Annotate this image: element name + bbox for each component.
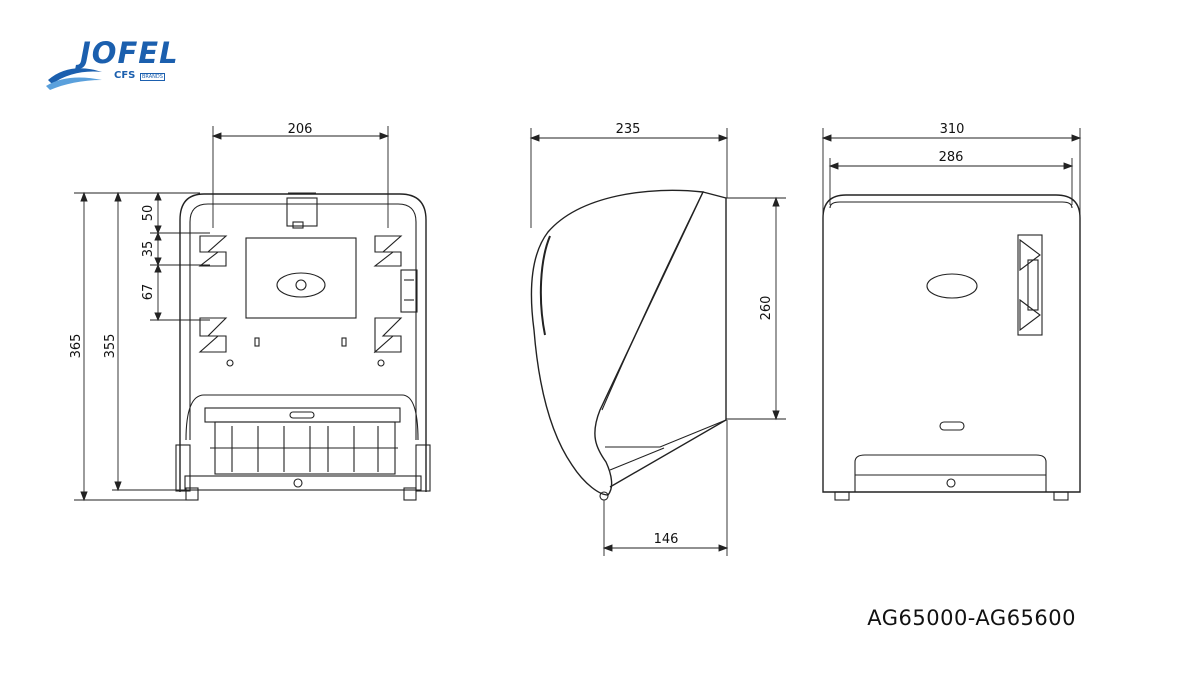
dim-side-depth: 235 — [616, 122, 641, 137]
back-view — [175, 192, 431, 501]
brand-sub-small: BRANDS — [140, 73, 165, 81]
brand-sub: CFS — [114, 70, 136, 81]
front-view — [822, 194, 1081, 501]
dim-front-outer-width: 310 — [940, 122, 965, 137]
brand-name: JOFEL — [80, 36, 179, 70]
front-view-dimensions — [821, 128, 1082, 222]
dim-slot-gap-2: 35 — [141, 241, 156, 258]
dim-slot-gap-1: 50 — [141, 205, 156, 222]
dim-back-height-inner: 355 — [103, 334, 118, 359]
dim-back-height-total: 365 — [69, 334, 84, 359]
dim-front-inner-width: 286 — [939, 150, 964, 165]
dim-back-width: 206 — [288, 122, 313, 137]
back-view-dimensions — [74, 126, 390, 502]
side-view — [530, 189, 727, 501]
dim-slot-gap-3: 67 — [141, 284, 156, 301]
brand-logo: JOFEL CFS BRANDS — [44, 36, 178, 92]
dim-side-bottom: 146 — [654, 532, 679, 547]
side-view-dimensions — [529, 128, 786, 556]
model-code: AG65000-AG65600 — [867, 606, 1076, 630]
dim-side-height: 260 — [759, 296, 774, 321]
wave-icon — [46, 68, 102, 90]
